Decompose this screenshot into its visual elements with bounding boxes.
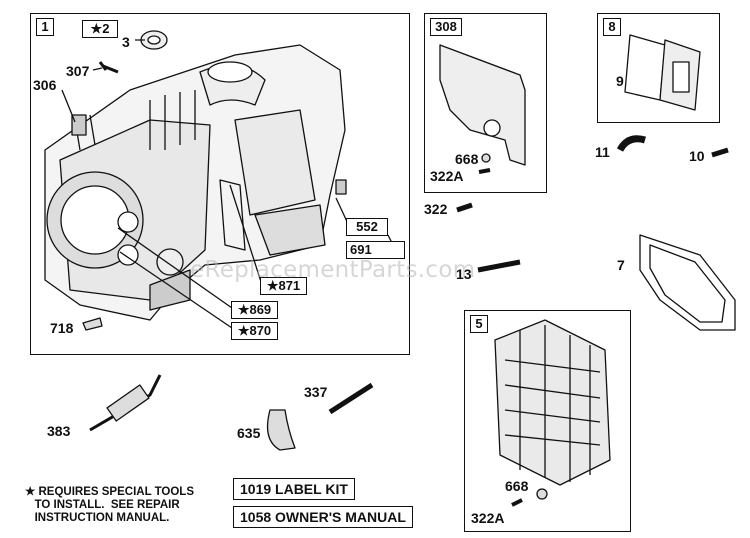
watermark: eReplacementParts.com [190, 257, 476, 283]
part-13-label[interactable]: 13 [456, 266, 472, 282]
section-308-number: 308 [430, 18, 462, 36]
section-1-box [30, 13, 410, 355]
part-870-tag[interactable]: ★870 [231, 322, 278, 340]
part-322a-bottom-label[interactable]: 322A [471, 510, 505, 526]
engine-block-drawing [44, 44, 346, 321]
part-307-label[interactable]: 307 [66, 63, 90, 79]
part-11-label[interactable]: 11 [595, 144, 610, 160]
part-3-label[interactable]: 3 [122, 34, 130, 50]
part-2-tag[interactable]: ★2 [82, 20, 118, 38]
part-691-tag[interactable]: 691 [346, 241, 405, 259]
part-9-label[interactable]: 9 [616, 73, 624, 89]
part-718-label[interactable]: 718 [50, 320, 74, 336]
owners-manual-box[interactable]: 1058 OWNER'S MANUAL [233, 506, 413, 528]
section-5-box [464, 310, 631, 532]
part-306-label[interactable]: 306 [33, 77, 57, 93]
part-668-bottom-label[interactable]: 668 [505, 478, 529, 494]
cylinder-head-drawing [494, 319, 611, 507]
shield-drawing [439, 44, 526, 174]
special-tools-note: ★ REQUIRES SPECIAL TOOLS TO INSTALL. SEE… [25, 486, 194, 524]
part-668-top-label[interactable]: 668 [455, 151, 479, 167]
section-5-number: 5 [470, 315, 488, 333]
part-383-label[interactable]: 383 [47, 423, 71, 439]
breather-gasket-drawing [624, 34, 701, 111]
label-kit-box[interactable]: 1019 LABEL KIT [233, 478, 355, 500]
section-8-box [597, 13, 720, 123]
part-552-tag[interactable]: 552 [346, 218, 388, 236]
part-869-tag[interactable]: ★869 [231, 301, 278, 319]
part-322-label[interactable]: 322 [424, 201, 448, 217]
part-337-label[interactable]: 337 [304, 384, 328, 400]
part-10-label[interactable]: 10 [689, 148, 705, 164]
part-871-tag[interactable]: ★871 [260, 277, 307, 295]
part-635-label[interactable]: 635 [237, 425, 261, 441]
part-322a-top-label[interactable]: 322A [430, 168, 464, 184]
section-1-number: 1 [36, 18, 54, 36]
section-308-box [424, 13, 547, 193]
part-7-label[interactable]: 7 [617, 257, 625, 273]
section-8-number: 8 [603, 18, 621, 36]
